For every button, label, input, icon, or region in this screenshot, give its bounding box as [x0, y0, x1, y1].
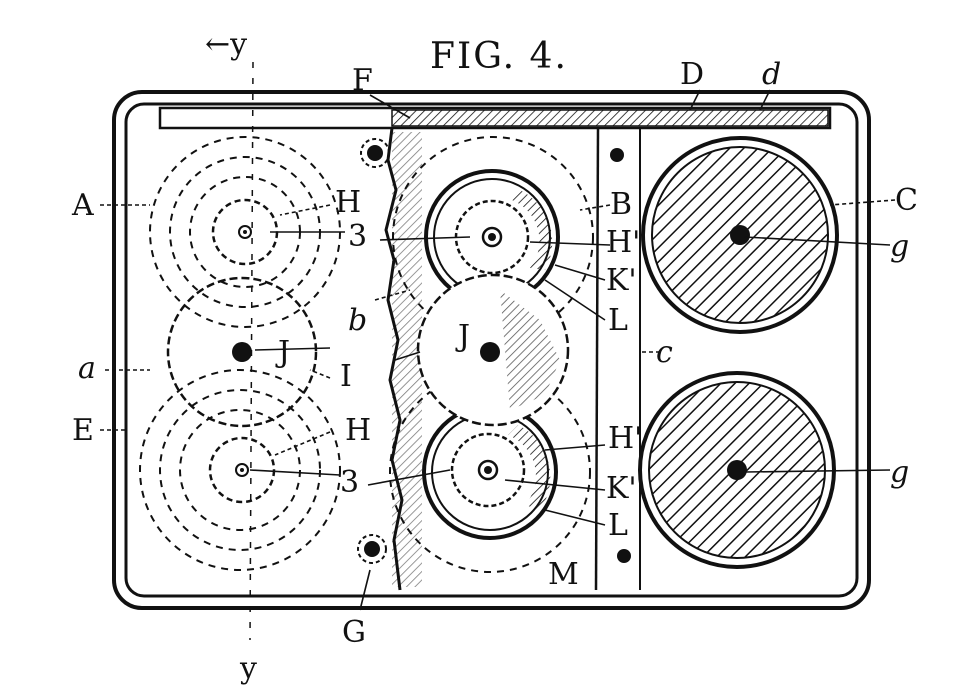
screw-top: [360, 138, 390, 168]
label-c: c: [656, 335, 673, 370]
label-g-top: g: [890, 229, 909, 264]
leader-lines: [100, 89, 896, 611]
label-C: C: [895, 183, 918, 218]
screw-bottom: [357, 534, 387, 564]
label-H-left-bottom: H: [345, 413, 371, 448]
label-L-bottom: L: [608, 508, 628, 543]
section-line-y: [249, 61, 254, 641]
label-z-top: 3: [348, 219, 367, 254]
roll-top: [641, 136, 839, 334]
middle-top-pinion: [454, 199, 530, 275]
label-y-top: ←y: [205, 27, 247, 62]
label-g-bottom: g: [890, 455, 909, 490]
figure-title: FIG. 4.: [430, 36, 568, 77]
label-K-prime-top: K': [606, 263, 637, 298]
label-H-left-top: H: [335, 185, 361, 220]
label-L-top: L: [608, 303, 628, 338]
label-G: G: [342, 615, 366, 650]
left-main-gear: [166, 276, 318, 428]
middle-bottom-pinion: [450, 432, 526, 508]
label-d: d: [762, 57, 781, 92]
left-bottom-pinion: [208, 436, 276, 504]
label-E: E: [72, 413, 94, 448]
label-a: a: [78, 351, 96, 386]
label-A: A: [71, 188, 94, 223]
label-J-mid: J: [455, 319, 470, 354]
partition-c: [594, 127, 600, 591]
left-top-pinion: [211, 198, 279, 266]
left-gear-train: [139, 136, 341, 571]
label-F: F: [352, 63, 373, 98]
label-y-bottom: y: [239, 651, 257, 686]
label-M: M: [548, 557, 579, 592]
lid-slot: [158, 106, 832, 130]
lid-hatched-section: [391, 109, 829, 127]
roll-bottom: [638, 371, 836, 569]
screw-right-bottom: [617, 549, 631, 563]
label-b: b: [348, 303, 367, 338]
middle-main-gear: [416, 273, 570, 427]
inner-case: [124, 102, 859, 598]
label-K-prime-bottom: K': [606, 471, 637, 506]
label-z-bottom: 3: [340, 465, 359, 500]
label-H-prime-bottom: H': [608, 421, 642, 456]
screw-right-top: [610, 148, 624, 162]
outer-case: [112, 90, 871, 610]
label-D: D: [680, 57, 704, 92]
label-H-prime-top: H': [606, 225, 640, 260]
label-J-left: J: [275, 335, 290, 370]
label-B: B: [610, 187, 632, 222]
label-I: I: [340, 359, 352, 394]
